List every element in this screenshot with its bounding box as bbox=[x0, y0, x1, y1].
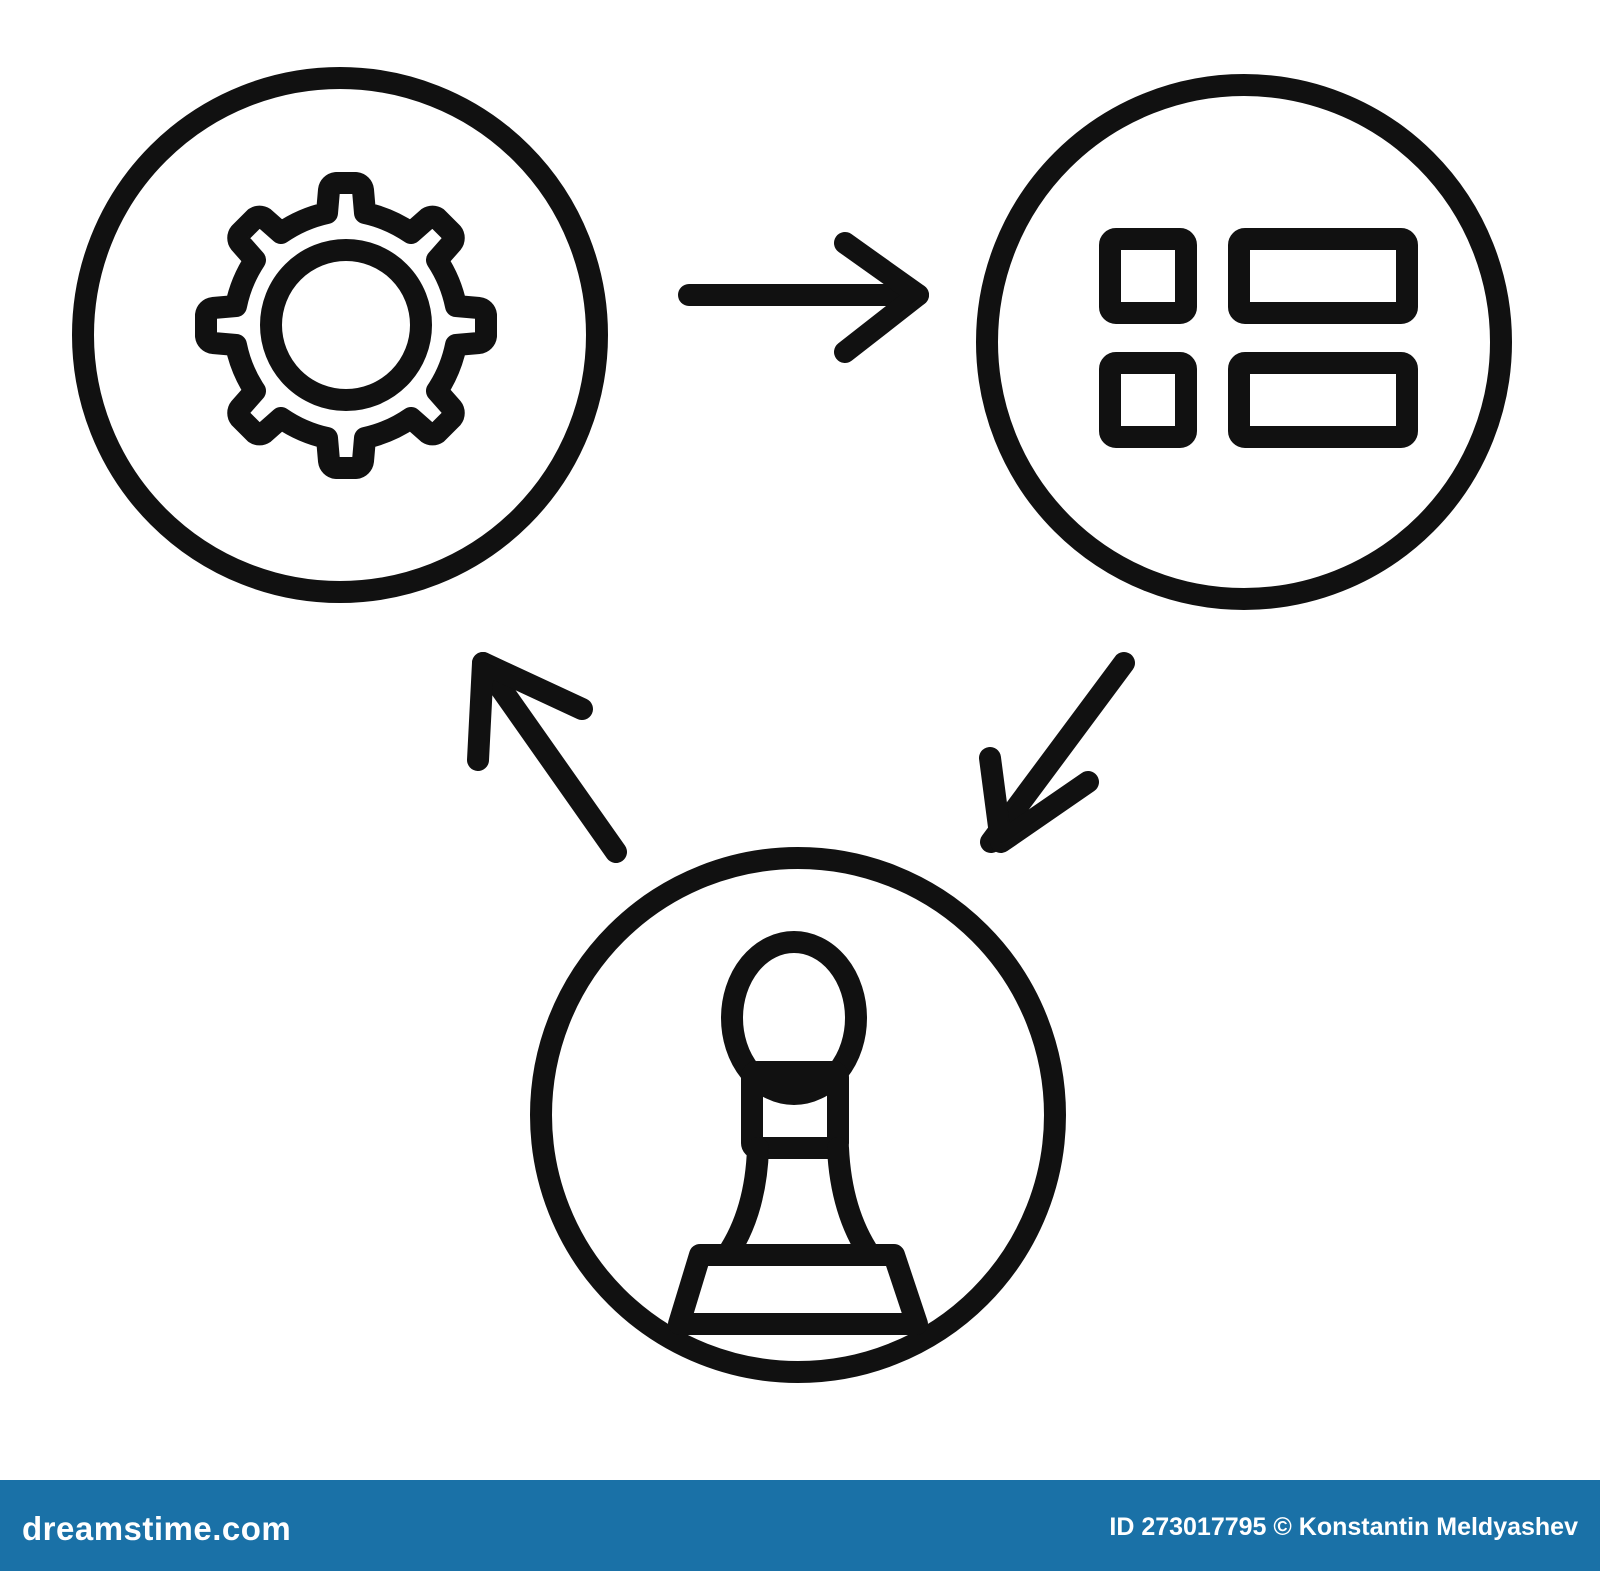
gear-icon bbox=[195, 172, 497, 479]
arrow-strategy-to-settings bbox=[467, 652, 627, 863]
chess-pawn-icon bbox=[668, 931, 928, 1335]
layout-grid-icon bbox=[1099, 228, 1418, 448]
node-circle-settings bbox=[72, 67, 608, 603]
image-credit: ID 273017795 © Konstantin Meldyashev bbox=[1109, 1513, 1578, 1541]
node-circle-layout bbox=[976, 74, 1512, 610]
node-layout bbox=[976, 74, 1512, 610]
watermark-footer-bar: dreamstime.com ID 273017795 © Konstantin… bbox=[0, 1480, 1600, 1571]
node-circle-strategy bbox=[530, 847, 1066, 1383]
cycle-diagram bbox=[72, 67, 1512, 1383]
node-strategy bbox=[530, 847, 1066, 1383]
node-settings bbox=[72, 67, 608, 603]
arrow-layout-to-strategy bbox=[979, 652, 1135, 853]
arrow-settings-to-layout bbox=[678, 232, 929, 363]
brand-logo-text[interactable]: dreamstime.com bbox=[22, 1510, 292, 1547]
